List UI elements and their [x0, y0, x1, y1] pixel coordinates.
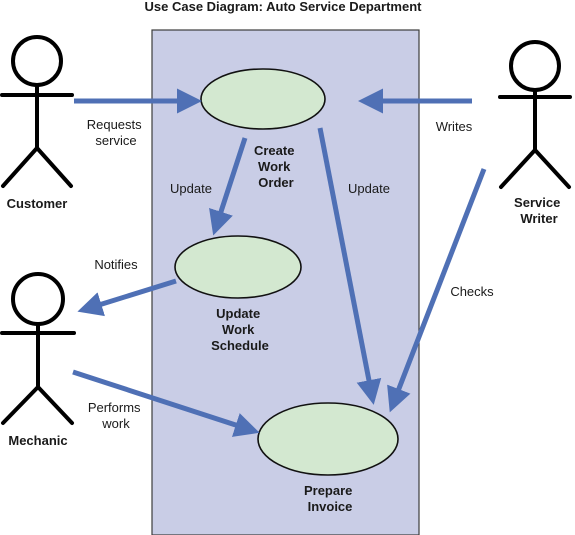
association-label-checks: Checks: [450, 284, 494, 299]
arrow-update-work-schedule-to-mechanic: [77, 278, 177, 317]
association-label-writes: Writes: [436, 119, 473, 134]
association-label-line: Performs: [88, 400, 141, 415]
use-case-prepare-invoice-ellipse: [257, 402, 399, 476]
use-case-update-work-schedule-ellipse: [174, 235, 302, 299]
stick-figure-icon: [498, 40, 572, 189]
association-label-requests-service: Requests service: [87, 117, 146, 148]
use-case-label-create-work-order: Create Work Order: [254, 143, 298, 190]
association-label-line: service: [95, 133, 136, 148]
association-label-update-schedule: Update: [170, 181, 212, 196]
stick-figure-icon: [0, 272, 76, 425]
diagram-title: Use Case Diagram: Auto Service Departmen…: [145, 0, 423, 14]
actor-label-mechanic: Mechanic: [8, 433, 67, 448]
use-case-label-line: Invoice: [308, 499, 353, 514]
use-case-label-line: Prepare: [304, 483, 352, 498]
association-label-performs-work: Performs work: [88, 400, 144, 431]
stick-figure-icon: [0, 35, 74, 188]
use-case-label-line: Work: [222, 322, 255, 337]
use-case-label-update-work-schedule: Update Work Schedule: [211, 306, 269, 353]
use-case-label-line: Schedule: [211, 338, 269, 353]
use-case-label-prepare-invoice: Prepare Invoice: [304, 483, 356, 514]
association-label-line: work: [101, 416, 130, 431]
association-label-update-invoice: Update: [348, 181, 390, 196]
arrow-mechanic-to-prepare-invoice: [72, 369, 260, 437]
actor-label-service-writer: Service Writer: [514, 195, 564, 226]
use-case-label-line: Order: [258, 175, 293, 190]
association-label-notifies: Notifies: [94, 257, 138, 272]
use-case-label-line: Work: [258, 159, 291, 174]
actor-label-line: Writer: [520, 211, 557, 226]
actor-label-line: Service: [514, 195, 560, 210]
association-label-line: Requests: [87, 117, 142, 132]
use-case-create-work-order-ellipse: [200, 68, 326, 130]
actor-label-customer: Customer: [7, 196, 68, 211]
association-arrows: [72, 88, 487, 437]
use-case-label-line: Create: [254, 143, 294, 158]
arrow-service-writer-to-prepare-invoice: [387, 168, 487, 413]
arrow-create-work-order-to-prepare-invoice: [317, 127, 382, 405]
arrow-create-work-order-to-update-work-schedule: [209, 137, 248, 236]
use-case-label-line: Update: [216, 306, 260, 321]
